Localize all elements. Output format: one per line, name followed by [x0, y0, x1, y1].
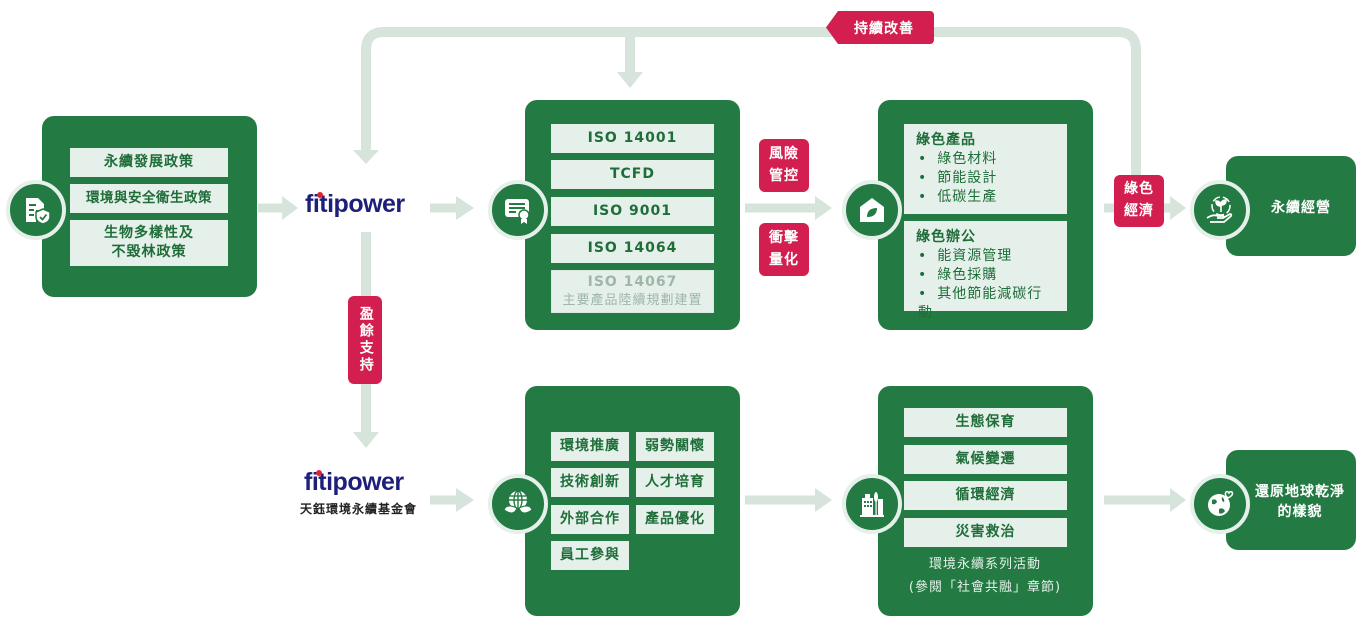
surplus-support-tag: 盈餘支持 — [348, 296, 382, 384]
continuous-improvement-tag: 持續改善 — [826, 11, 934, 44]
document-shield-icon — [26, 198, 51, 225]
activity-item: 生態保育 — [904, 408, 1067, 437]
standards-icon-badge — [488, 180, 548, 240]
policy-item: 永續發展政策 — [70, 148, 228, 177]
arrowhead — [353, 150, 379, 164]
focus-item: 外部合作 — [551, 505, 629, 534]
arrowhead — [815, 196, 832, 220]
standard-item: ISO 14001 — [551, 124, 714, 153]
green-group-item: 節能設計 — [916, 169, 1055, 188]
green-group: 綠色辦公 能資源管理 綠色採購 其他節能減碳行動 — [904, 221, 1067, 321]
focus-item: 弱勢關懷 — [636, 432, 714, 461]
focus-item: 人才培育 — [636, 468, 714, 497]
feedback-loop-line — [361, 27, 1141, 178]
arrowhead — [282, 196, 298, 220]
focus-item: 員工參與 — [551, 541, 629, 570]
standard-item: ISO 14064 — [551, 234, 714, 263]
foundation-focus-box — [525, 386, 740, 616]
outcome-bottom-icon-badge — [1190, 474, 1250, 534]
foundation-logo: fitipower — [304, 468, 404, 496]
green-group-item: 能資源管理 — [916, 247, 1055, 266]
logo-dot — [317, 192, 323, 198]
green-economy-tag: 綠色 經濟 — [1114, 175, 1164, 227]
sustainable-operation-label: 永續經營 — [1271, 200, 1331, 216]
green-group-item: 綠色採購 — [916, 266, 1055, 285]
policy-item: 生物多樣性及 不毀林政策 — [70, 220, 228, 266]
standard-item: ISO 9001 — [551, 197, 714, 226]
activity-item: 災害救治 — [904, 518, 1067, 547]
green-group-title: 綠色辦公 — [916, 229, 976, 245]
arrowhead — [1170, 196, 1186, 220]
green-group-item: 綠色材料 — [916, 150, 1055, 169]
focus-item: 產品優化 — [636, 505, 714, 534]
planned-standard-note: 主要產品陸續規劃建置 — [562, 293, 703, 309]
hand-plant-icon — [1206, 196, 1233, 223]
planned-standard-title: ISO 14067 — [587, 274, 678, 291]
globe-leaves-icon — [503, 490, 533, 514]
foundation-focus-icon-badge — [488, 474, 548, 534]
outcome-top-icon-badge — [1190, 180, 1250, 240]
green-group-item: 低碳生產 — [916, 188, 1055, 207]
green-group: 綠色產品 綠色材料 節能設計 低碳生產 — [904, 124, 1067, 214]
activities-note-line1: 環境永續系列活動 — [928, 557, 1041, 572]
arrowhead — [456, 488, 474, 512]
certificate-icon — [505, 199, 530, 224]
standard-planned-item: ISO 14067 主要產品陸續規劃建置 — [551, 270, 714, 313]
logo-dot — [316, 470, 322, 476]
earth-heart-icon — [1208, 490, 1234, 516]
activity-item: 氣候變遷 — [904, 445, 1067, 474]
standard-item: TCFD — [551, 160, 714, 189]
green-group-item: 其他節能減碳行動 — [916, 285, 1055, 323]
focus-item: 環境推廣 — [551, 432, 629, 461]
leaf-house-icon — [860, 198, 884, 222]
arrowhead — [456, 196, 474, 220]
impact-quantification-tag: 衝擊 量化 — [759, 223, 809, 276]
risk-control-tag: 風險 管控 — [759, 139, 809, 192]
policy-item: 環境與安全衛生政策 — [70, 184, 228, 213]
arrowhead — [1170, 488, 1186, 512]
fitipower-logo: fitipower — [305, 190, 405, 218]
policies-icon-badge — [6, 180, 66, 240]
green-city-icon — [860, 492, 884, 517]
arrowhead — [617, 72, 643, 88]
arrowhead — [353, 432, 379, 448]
activity-item: 循環經濟 — [904, 481, 1067, 510]
arrowhead — [815, 488, 832, 512]
foundation-name: 天鈺環境永續基金會 — [300, 502, 418, 516]
activities-icon-badge — [842, 474, 902, 534]
green-actions-icon-badge — [842, 180, 902, 240]
green-group-title: 綠色產品 — [916, 132, 976, 148]
activities-note-line2: (參閱「社會共融」章節) — [908, 580, 1062, 595]
restore-earth-label: 還原地球乾淨 的樣貌 — [1255, 484, 1345, 520]
focus-item: 技術創新 — [551, 468, 629, 497]
